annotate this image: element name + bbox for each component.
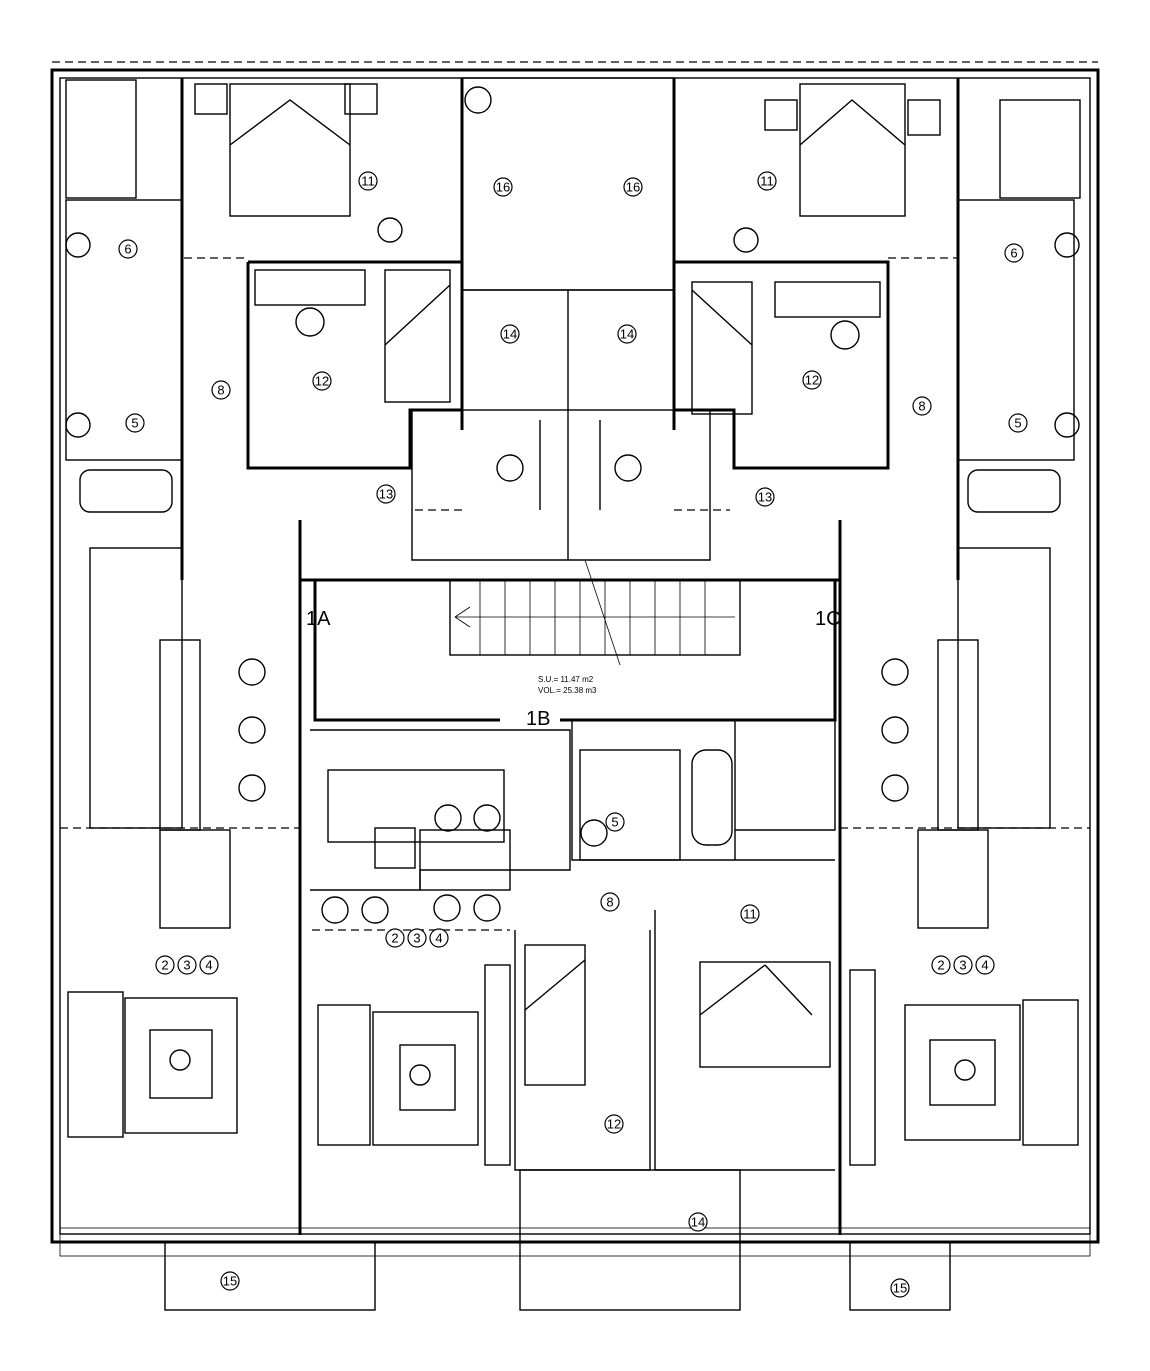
room-marker: 11 bbox=[358, 171, 378, 191]
room-marker: 5 bbox=[125, 413, 145, 433]
stair-volume-label: VOL.= 25.38 m3 bbox=[538, 686, 597, 695]
room-marker: 15 bbox=[220, 1271, 240, 1291]
svg-text:12: 12 bbox=[805, 373, 819, 388]
room-marker: 6 bbox=[1004, 243, 1024, 263]
room-marker: 15 bbox=[890, 1278, 910, 1298]
svg-text:2: 2 bbox=[161, 958, 168, 973]
svg-text:15: 15 bbox=[223, 1274, 237, 1289]
room-marker: 14 bbox=[617, 324, 637, 344]
room-marker: 2 bbox=[931, 955, 951, 975]
svg-text:6: 6 bbox=[124, 242, 131, 257]
staircase bbox=[449, 559, 741, 666]
svg-text:4: 4 bbox=[205, 958, 212, 973]
svg-text:15: 15 bbox=[893, 1281, 907, 1296]
svg-text:16: 16 bbox=[496, 180, 510, 195]
room-marker: 13 bbox=[755, 487, 775, 507]
room-marker: 8 bbox=[600, 892, 620, 912]
room-marker: 3 bbox=[407, 928, 427, 948]
room-markers: 11 12 6 5 8 13 16 14 2 3 4 11 12 6 5 8 1… bbox=[118, 171, 1028, 1298]
unit-label-1c: 1C bbox=[815, 608, 841, 630]
room-marker: 3 bbox=[953, 955, 973, 975]
room-marker: 16 bbox=[493, 177, 513, 197]
room-marker: 4 bbox=[975, 955, 995, 975]
room-marker: 12 bbox=[604, 1114, 624, 1134]
room-marker: 16 bbox=[623, 177, 643, 197]
svg-text:4: 4 bbox=[435, 931, 442, 946]
svg-text:4: 4 bbox=[981, 958, 988, 973]
stair-area-label: S.U.= 11.47 m2 bbox=[538, 675, 594, 684]
svg-text:5: 5 bbox=[1014, 416, 1021, 431]
svg-text:5: 5 bbox=[611, 815, 618, 830]
room-marker: 4 bbox=[429, 928, 449, 948]
outer-walls bbox=[50, 68, 1100, 1244]
room-marker: 4 bbox=[199, 955, 219, 975]
room-marker: 11 bbox=[740, 904, 760, 924]
svg-text:3: 3 bbox=[959, 958, 966, 973]
svg-text:8: 8 bbox=[217, 383, 224, 398]
room-marker: 8 bbox=[211, 380, 231, 400]
svg-text:5: 5 bbox=[131, 416, 138, 431]
svg-text:2: 2 bbox=[937, 958, 944, 973]
room-marker: 14 bbox=[500, 324, 520, 344]
svg-text:6: 6 bbox=[1010, 246, 1017, 261]
svg-text:14: 14 bbox=[503, 327, 517, 342]
room-marker: 13 bbox=[376, 484, 396, 504]
svg-text:11: 11 bbox=[743, 907, 757, 922]
svg-text:12: 12 bbox=[607, 1117, 621, 1132]
svg-text:12: 12 bbox=[315, 374, 329, 389]
svg-text:2: 2 bbox=[391, 931, 398, 946]
room-marker: 12 bbox=[312, 371, 332, 391]
room-marker: 5 bbox=[605, 812, 625, 832]
svg-text:16: 16 bbox=[626, 180, 640, 195]
svg-text:14: 14 bbox=[620, 327, 634, 342]
svg-text:13: 13 bbox=[379, 487, 393, 502]
unit-label-1a: 1A bbox=[306, 608, 331, 630]
room-marker: 6 bbox=[118, 239, 138, 259]
svg-text:14: 14 bbox=[691, 1215, 705, 1230]
room-marker: 8 bbox=[912, 396, 932, 416]
svg-text:13: 13 bbox=[758, 490, 772, 505]
room-marker: 2 bbox=[155, 955, 175, 975]
svg-text:11: 11 bbox=[361, 174, 375, 189]
room-marker: 2 bbox=[385, 928, 405, 948]
furniture bbox=[65, 83, 1080, 1166]
unit-label-1b: 1B bbox=[526, 708, 550, 730]
room-marker: 5 bbox=[1008, 413, 1028, 433]
room-marker: 3 bbox=[177, 955, 197, 975]
svg-text:3: 3 bbox=[413, 931, 420, 946]
svg-text:8: 8 bbox=[606, 895, 613, 910]
room-marker: 11 bbox=[757, 171, 777, 191]
svg-text:8: 8 bbox=[918, 399, 925, 414]
svg-text:3: 3 bbox=[183, 958, 190, 973]
room-marker: 12 bbox=[802, 370, 822, 390]
interior-walls bbox=[60, 78, 1090, 1235]
room-marker: 14 bbox=[688, 1212, 708, 1232]
svg-text:11: 11 bbox=[760, 174, 774, 189]
